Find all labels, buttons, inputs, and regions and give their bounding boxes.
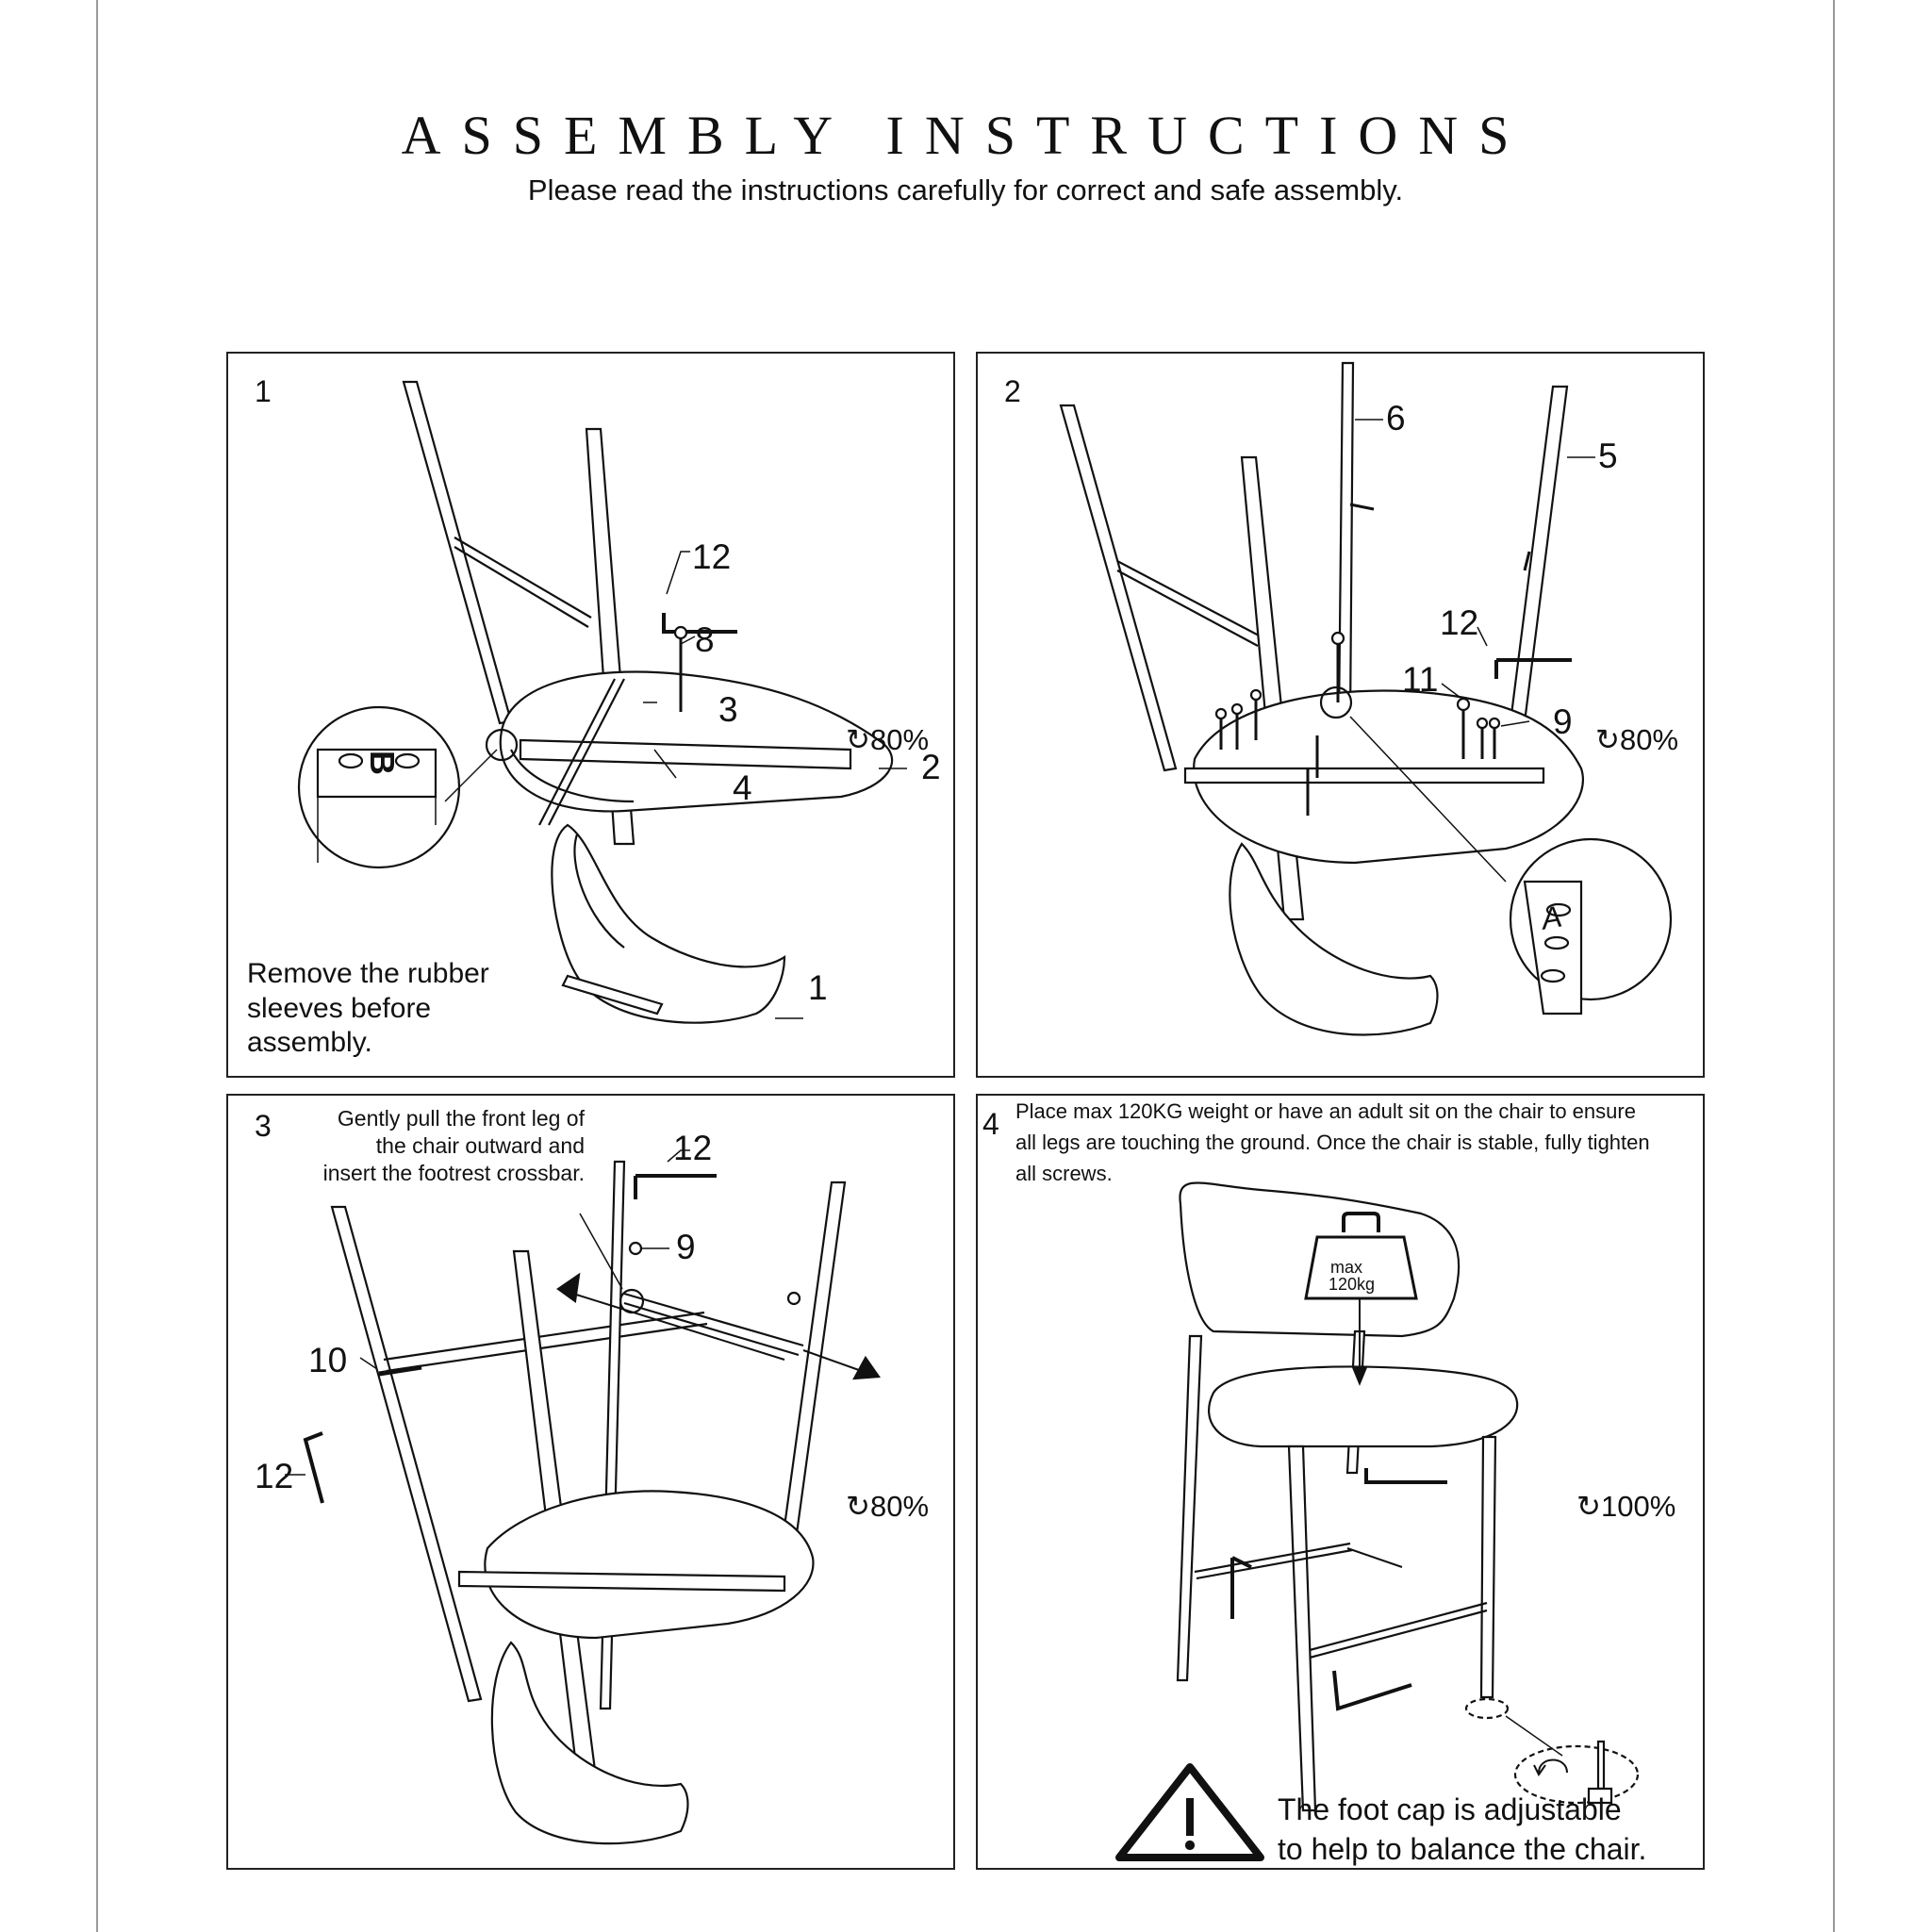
callout-9: 9 xyxy=(1553,702,1573,741)
callout-5: 5 xyxy=(1598,437,1618,475)
step-4-rotation: ↻100% xyxy=(1576,1456,1675,1524)
page-border-right xyxy=(1833,0,1835,1932)
callout-12-left: 12 xyxy=(255,1457,294,1495)
step-2-panel: 2 6 5 12 11 9 A ↻80% xyxy=(976,352,1705,1078)
callout-1: 1 xyxy=(808,968,828,1007)
callout-4: 4 xyxy=(733,768,752,807)
weight-label-top: max xyxy=(1330,1258,1363,1277)
callout-12: 12 xyxy=(692,537,732,576)
rotate-icon: ↻ xyxy=(1576,1490,1601,1523)
page-subtitle: Please read the instructions carefully f… xyxy=(527,173,1404,206)
step-3-illustration xyxy=(285,1149,882,1845)
callout-12: 12 xyxy=(1440,603,1479,642)
step-1-rotation-value: 80% xyxy=(869,723,930,756)
callout-12-top: 12 xyxy=(673,1129,713,1167)
step-1-number: 1 xyxy=(255,374,272,408)
step-4-rotation-value: 100% xyxy=(1600,1490,1676,1523)
callout-9: 9 xyxy=(676,1228,696,1266)
step-2-rotation-value: 80% xyxy=(1619,723,1679,756)
step-4-note: Place max 120KG weight or have an adult … xyxy=(1015,1099,1650,1185)
page-border-left xyxy=(96,0,98,1932)
step-4-panel: 4 Place max 120KG weight or have an adul… xyxy=(976,1094,1705,1870)
rotate-icon: ↻ xyxy=(846,723,870,756)
page-title: ASSEMBLY INSTRUCTIONS xyxy=(401,105,1530,166)
callout-8: 8 xyxy=(695,620,715,659)
rotate-icon: ↻ xyxy=(1595,723,1620,756)
warning-triangle-icon xyxy=(1115,1763,1264,1861)
step-2-number: 2 xyxy=(1004,374,1021,408)
rotate-icon: ↻ xyxy=(846,1490,870,1523)
detail-letter-b: B xyxy=(363,751,402,775)
step-1-note: Remove the rubber sleeves before assembl… xyxy=(247,958,489,1059)
step-1-rotation: ↻80% xyxy=(846,689,929,757)
callout-11: 11 xyxy=(1402,660,1439,699)
step-3-panel: 3 Gently pull the front leg of the chair… xyxy=(226,1094,955,1870)
weight-label-bottom: 120kg xyxy=(1329,1275,1376,1294)
step-1-illustration xyxy=(297,380,907,1024)
step-2-illustration xyxy=(1059,361,1673,1036)
callout-2: 2 xyxy=(921,748,941,786)
warning-text: The foot cap is adjustable to help to ba… xyxy=(1278,1792,1647,1866)
step-3-number: 3 xyxy=(255,1109,272,1143)
callout-10: 10 xyxy=(308,1341,348,1379)
step-3-rotation: ↻80% xyxy=(846,1456,929,1524)
step-2-rotation: ↻80% xyxy=(1595,689,1678,757)
step-4-illustration xyxy=(1115,1181,1640,1861)
step-1-panel: 1 12 8 3 4 2 1 B ↻80% Remove the rubber … xyxy=(226,352,955,1078)
callout-3: 3 xyxy=(718,690,738,729)
callout-6: 6 xyxy=(1386,399,1406,438)
step-4-number: 4 xyxy=(982,1107,999,1141)
step-3-rotation-value: 80% xyxy=(869,1490,930,1523)
step-3-note: Gently pull the front leg of the chair o… xyxy=(322,1106,585,1185)
